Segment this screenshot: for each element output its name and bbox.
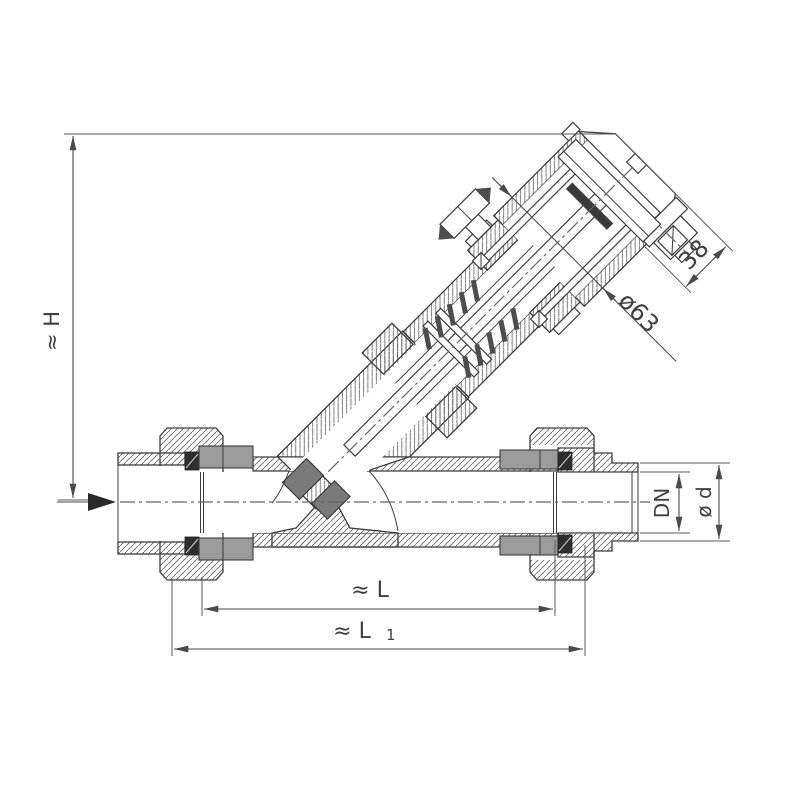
piston-seal bbox=[565, 182, 614, 230]
valve-plug bbox=[271, 457, 399, 532]
dimension-dn-label: DN bbox=[650, 488, 674, 518]
left-collar bbox=[198, 445, 254, 469]
dimension-l: ≈ L bbox=[201, 540, 556, 616]
dimension-h-label: ≈ H bbox=[40, 311, 64, 351]
left-pipe-end bbox=[117, 452, 186, 466]
actuator-centerline bbox=[327, 164, 636, 473]
dimension-dia-d: ø d bbox=[640, 462, 730, 542]
plug-seal-upper bbox=[281, 457, 325, 501]
flow-direction-arrow bbox=[57, 493, 116, 511]
dimension-l1: ≈ L 1 bbox=[171, 545, 586, 656]
right-pipe-end bbox=[557, 447, 639, 473]
actuator-assembly: 38 ø63 bbox=[275, 121, 734, 473]
dimension-h: ≈ H bbox=[40, 133, 614, 501]
valve-seat bbox=[271, 505, 399, 548]
stroke-limiter-handle bbox=[438, 187, 492, 241]
dimension-dia-d-label: ø d bbox=[692, 486, 716, 517]
dimension-dn: DN bbox=[640, 471, 690, 534]
return-spring bbox=[422, 279, 520, 379]
right-collar bbox=[499, 449, 559, 470]
dimension-l1-subscript: 1 bbox=[386, 626, 396, 644]
dimension-l-label: ≈ L bbox=[351, 578, 389, 603]
plug-seal-lower bbox=[311, 480, 351, 520]
bonnet-flange bbox=[361, 322, 415, 376]
dimension-l1-label: ≈ L bbox=[333, 619, 371, 644]
